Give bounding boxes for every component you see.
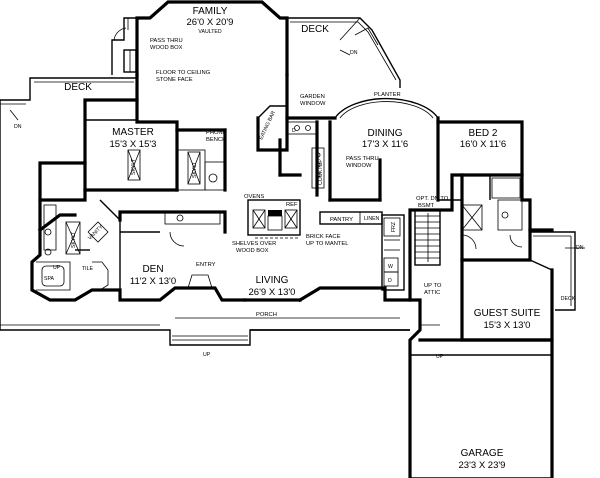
note-dn-top: DN: [350, 50, 358, 56]
note-porch: PORCH: [256, 312, 277, 318]
planter-arc: [334, 97, 439, 119]
dining-bed2: [436, 120, 524, 250]
dn-markers: [9, 49, 351, 121]
family-room-walls: [111, 0, 289, 77]
note-pass-window-2: WINDOW: [346, 163, 372, 169]
family-name: FAMILY: [193, 6, 228, 17]
note-attic-2: ATTIC: [424, 290, 440, 296]
deck-top-name: DECK: [301, 24, 329, 35]
bed2-name: BED 2: [469, 128, 498, 139]
fireplace-block: [247, 199, 301, 239]
guest-name: GUEST SUITE: [474, 308, 541, 319]
den-name: DEN: [142, 264, 163, 275]
note-pass-thru-1: PASS THRU: [150, 38, 183, 44]
note-d: D: [388, 278, 392, 284]
left-deck: [0, 77, 160, 331]
note-garden-2: WINDOW: [300, 101, 326, 107]
note-w: W: [388, 264, 393, 270]
note-ref: REF: [286, 202, 298, 208]
note-attic-1: UP TO: [424, 283, 442, 289]
family-dim: 26'0 X 20'9: [187, 17, 234, 28]
living-dim: 26'9 X 13'0: [249, 287, 296, 298]
master-bath: [36, 161, 121, 291]
guest-dim: 15'3 X 13'0: [484, 320, 531, 331]
note-opt-dn-2: BSMT: [418, 203, 435, 209]
note-skylt-spa: SKYLT: [71, 231, 77, 248]
note-garden-1: GARDEN: [300, 94, 325, 100]
deck-right-name: DECK: [561, 296, 576, 302]
note-brick-2: UP TO MANTEL: [306, 241, 349, 247]
garage: [408, 298, 554, 478]
porch: [160, 317, 410, 346]
note-cooktop: COOKTOP: [318, 159, 324, 185]
master-name: MASTER: [112, 127, 154, 138]
note-shelves-1: SHELVES OVER: [232, 241, 276, 247]
note-frz: FRZ: [391, 222, 397, 232]
den-dim: 11'2 X 13'0: [130, 276, 176, 287]
note-skylt-master: SKYLT: [131, 158, 137, 175]
note-dn-right: DN: [576, 245, 584, 251]
note-floor-1: FLOOR TO CEILING: [156, 70, 211, 76]
living-name: LIVING: [256, 275, 289, 286]
planter-inner-arc: [339, 101, 434, 119]
deck-left-name: DECK: [64, 82, 92, 93]
dining-dim: 17'3 X 11'6: [362, 139, 408, 150]
garage-dim: 23'3 X 23'9: [459, 460, 506, 471]
note-brick-1: BRICK FACE: [306, 234, 341, 240]
note-pass-thru-2: WOOD BOX: [150, 45, 183, 51]
note-pantry: PANTRY: [330, 217, 353, 223]
note-phone-1: PHONE: [206, 130, 227, 136]
main-outline: [30, 73, 554, 303]
note-spa: SPA: [44, 276, 55, 282]
note-tile: TILE: [82, 266, 93, 272]
master-suite: [83, 98, 227, 192]
laundry: [381, 214, 405, 291]
master-dim: 15'3 X 15'3: [110, 139, 157, 150]
note-phone-2: BENCH: [206, 137, 226, 143]
bed2-dim: 16'0 X 11'6: [460, 139, 506, 150]
note-entry: ENTRY: [196, 262, 216, 268]
note-up-garage: UP: [436, 354, 444, 360]
note-pass-window-1: PASS THRU: [346, 156, 379, 162]
top-deck: [287, 17, 401, 88]
note-planter: PLANTER: [374, 92, 401, 98]
kitchen: [256, 105, 382, 202]
note-up-spa: UP: [53, 265, 61, 271]
note-floor-2: STONE FACE: [156, 77, 193, 83]
family-note: VAULTED: [198, 29, 221, 35]
dining-name: DINING: [368, 128, 403, 139]
stairs: [414, 209, 441, 266]
note-shelves-2: WOOD BOX: [236, 248, 269, 254]
note-ovens: OVENS: [244, 194, 264, 200]
note-vanity: VANITY: [87, 224, 105, 242]
garage-name: GARAGE: [461, 448, 504, 459]
note-opt-dn-1: OPT. DN TO: [416, 196, 449, 202]
den: [118, 210, 227, 289]
note-linen: LINEN: [364, 216, 380, 222]
note-up-porch: UP: [203, 352, 211, 358]
note-dn-left: DN: [14, 124, 22, 130]
note-skylt-bath: SKYLT: [192, 161, 198, 178]
note-d-kitchen: D: [292, 128, 296, 134]
right-deck: [530, 231, 585, 311]
